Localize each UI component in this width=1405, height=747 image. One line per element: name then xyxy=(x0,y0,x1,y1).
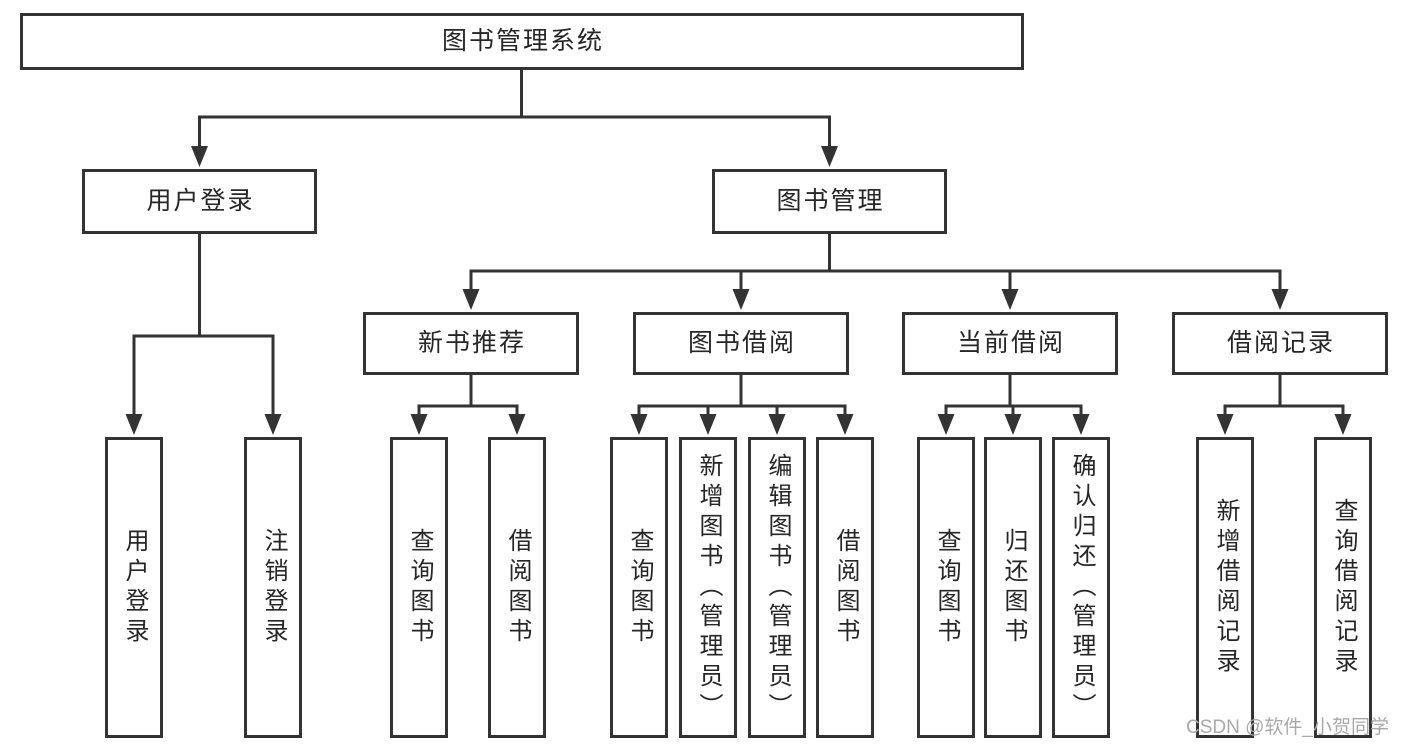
leaf-add-books-admin-label: 新增图书（管理员） xyxy=(695,452,722,723)
node-current-borrowing: 当前借阅 xyxy=(902,312,1118,375)
leaf-query-borrow-record: 查询借阅记录 xyxy=(1314,437,1372,738)
node-user-login: 用户登录 xyxy=(82,169,317,234)
leaf-query-books-recommend-label: 查询图书 xyxy=(406,527,433,648)
leaf-borrow-books: 借阅图书 xyxy=(816,437,874,738)
leaf-add-books-admin: 新增图书（管理员） xyxy=(679,437,737,738)
node-borrow-records-label: 借阅记录 xyxy=(1226,329,1335,357)
leaf-query-borrow-record-label: 查询借阅记录 xyxy=(1330,497,1357,678)
leaf-query-books-borrow-label: 查询图书 xyxy=(626,527,653,648)
node-book-borrowing: 图书借阅 xyxy=(633,312,849,375)
leaf-user-login: 用户登录 xyxy=(105,437,163,738)
node-current-borrowing-label: 当前借阅 xyxy=(956,329,1065,357)
node-book-management: 图书管理 xyxy=(712,169,947,234)
leaf-edit-books-admin-label: 编辑图书（管理员） xyxy=(764,452,791,723)
node-borrow-records: 借阅记录 xyxy=(1172,312,1388,375)
leaf-query-books-current: 查询图书 xyxy=(917,437,975,738)
node-system-root: 图书管理系统 xyxy=(20,13,1024,70)
leaf-return-books-label: 归还图书 xyxy=(1000,527,1027,648)
node-new-book-recommend: 新书推荐 xyxy=(363,312,579,375)
node-system-root-label: 图书管理系统 xyxy=(441,27,604,55)
leaf-confirm-return-admin-label: 确认归还（管理员） xyxy=(1068,452,1095,723)
node-book-management-label: 图书管理 xyxy=(776,187,885,215)
leaf-query-books-current-label: 查询图书 xyxy=(933,527,960,648)
leaf-add-borrow-record: 新增借阅记录 xyxy=(1196,437,1254,738)
leaf-logout: 注销登录 xyxy=(244,437,302,738)
leaf-borrow-books-recommend: 借阅图书 xyxy=(488,437,546,738)
leaf-query-books-borrow: 查询图书 xyxy=(610,437,668,738)
arrowheads xyxy=(125,146,1352,435)
leaf-edit-books-admin: 编辑图书（管理员） xyxy=(748,437,806,738)
node-user-login-label: 用户登录 xyxy=(146,187,255,215)
leaf-user-login-label: 用户登录 xyxy=(121,527,148,648)
leaf-logout-label: 注销登录 xyxy=(260,527,287,648)
leaf-return-books: 归还图书 xyxy=(984,437,1042,738)
csdn-watermark: CSDN @软件_小贺同学 xyxy=(1186,717,1389,738)
node-new-book-recommend-label: 新书推荐 xyxy=(417,329,526,357)
leaf-add-borrow-record-label: 新增借阅记录 xyxy=(1212,497,1239,678)
leaf-confirm-return-admin: 确认归还（管理员） xyxy=(1052,437,1110,738)
leaf-borrow-books-label: 借阅图书 xyxy=(832,527,859,648)
leaf-query-books-recommend: 查询图书 xyxy=(390,437,448,738)
leaf-borrow-books-recommend-label: 借阅图书 xyxy=(504,527,531,648)
node-book-borrowing-label: 图书借阅 xyxy=(687,329,796,357)
